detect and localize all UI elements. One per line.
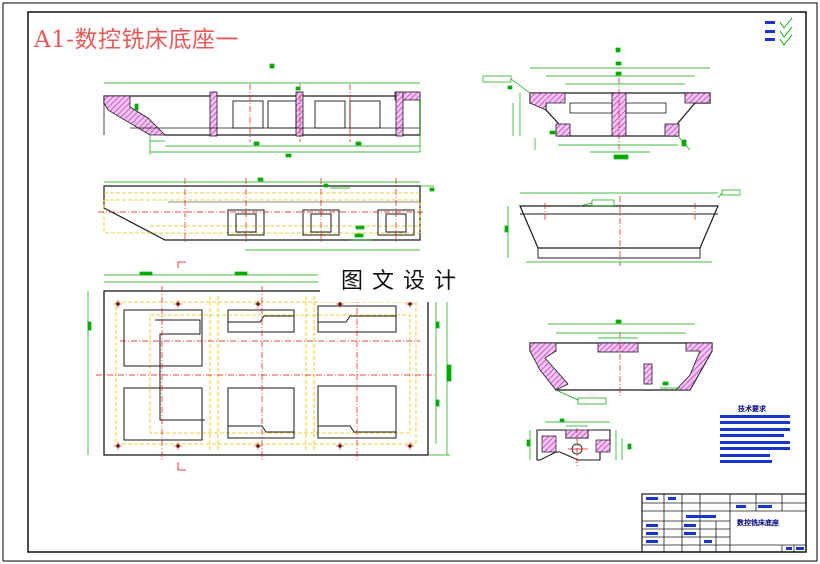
title-block-text bbox=[646, 497, 804, 550]
detail-view bbox=[526, 418, 632, 466]
lower-section-view bbox=[529, 319, 713, 405]
tech-requirements-text bbox=[720, 415, 790, 463]
front-view bbox=[103, 63, 421, 158]
title-block bbox=[641, 493, 807, 553]
title-block-drawing-name: 数控铣床底座 bbox=[737, 519, 779, 527]
sheet-inner-border bbox=[27, 11, 807, 553]
side-section-view bbox=[482, 47, 711, 160]
sheet-title: A1-数控铣床底座一 bbox=[34, 27, 240, 53]
roughness-symbol bbox=[765, 17, 793, 46]
plan-view bbox=[87, 261, 452, 471]
watermark-text: 图文设计 bbox=[320, 262, 486, 302]
tech-requirements-title: 技术要求 bbox=[738, 405, 766, 413]
top-section-view bbox=[98, 177, 435, 251]
end-view bbox=[504, 189, 741, 266]
